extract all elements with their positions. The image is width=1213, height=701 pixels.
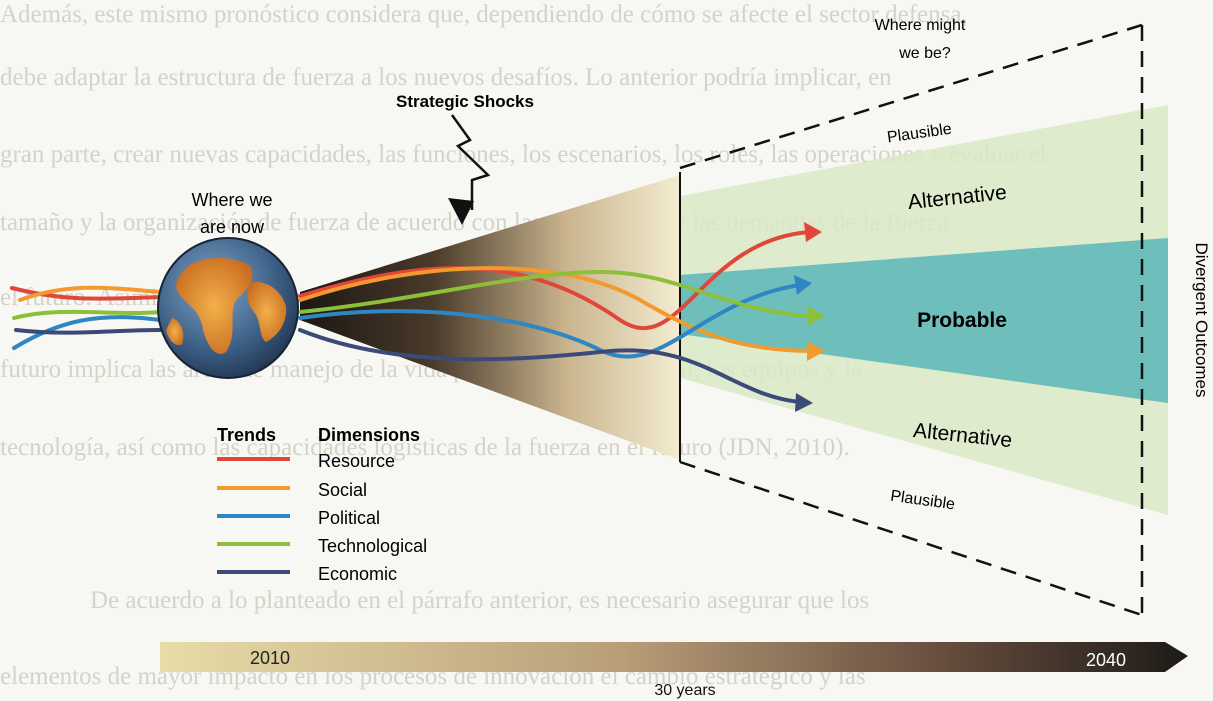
legend-dimensions-header: Dimensions bbox=[318, 425, 420, 445]
legend-social-label: Social bbox=[318, 480, 367, 500]
plausible-bottom-label: Plausible bbox=[889, 488, 956, 514]
political-trend bbox=[298, 283, 802, 359]
timeline: 2010 2040 30 years bbox=[160, 642, 1188, 699]
social-arrowhead bbox=[807, 341, 825, 361]
plausible-envelope bbox=[679, 23, 1144, 617]
lightning-bolt-icon bbox=[450, 114, 491, 210]
resource-trend bbox=[298, 230, 812, 330]
economic-trend-past bbox=[14, 328, 162, 335]
background-text-line: debe adaptar la estructura de fuerza a l… bbox=[0, 64, 892, 91]
strategic-shocks-label: Strategic Shocks bbox=[396, 92, 534, 111]
globe-icon bbox=[157, 237, 299, 379]
legend: Trends Dimensions Resource Social Politi… bbox=[217, 425, 427, 584]
legend-trends-header: Trends bbox=[217, 425, 276, 445]
political-trend-past bbox=[12, 315, 162, 350]
legend-resource-label: Resource bbox=[318, 451, 395, 471]
social-trend-past bbox=[18, 285, 162, 302]
trend-lines bbox=[10, 230, 812, 404]
political-arrowhead bbox=[794, 275, 812, 295]
lightning-arrowhead bbox=[448, 198, 474, 225]
technological-arrowhead bbox=[807, 306, 825, 326]
background-text-line: Además, este mismo pronóstico considera … bbox=[0, 1, 968, 28]
timeline-arrow bbox=[160, 642, 1188, 672]
resource-trend-past bbox=[10, 286, 162, 301]
technological-trend-past bbox=[12, 309, 162, 320]
economic-arrowhead bbox=[795, 393, 813, 412]
where-we-label: Where we bbox=[191, 190, 272, 210]
we-be-label: we be? bbox=[898, 45, 951, 62]
are-now-label: are now bbox=[200, 217, 265, 237]
probable-label: Probable bbox=[917, 309, 1007, 332]
social-trend bbox=[298, 266, 812, 353]
legend-political-label: Political bbox=[318, 508, 380, 528]
divergent-outcomes-label: Divergent Outcomes bbox=[1192, 243, 1211, 398]
where-might-label: Where might bbox=[875, 17, 966, 34]
timeline-span-label: 30 years bbox=[654, 682, 715, 699]
technological-trend bbox=[298, 269, 812, 318]
timeline-end-label: 2040 bbox=[1086, 650, 1126, 670]
resource-arrowhead bbox=[804, 222, 822, 242]
timeline-start-label: 2010 bbox=[250, 648, 290, 668]
trend-arrowheads bbox=[794, 222, 825, 412]
economic-trend bbox=[298, 328, 802, 404]
legend-technological-label: Technological bbox=[318, 536, 427, 556]
background-text-line: tecnología, así como las capacidades log… bbox=[0, 434, 850, 461]
background-text-line: De acuerdo a lo planteado en el párrafo … bbox=[90, 587, 869, 614]
legend-economic-label: Economic bbox=[318, 564, 397, 584]
